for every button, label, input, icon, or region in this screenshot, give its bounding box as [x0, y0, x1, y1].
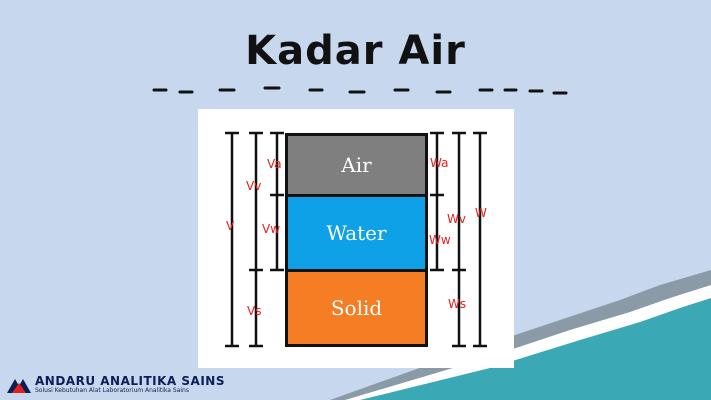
dashed-underline — [152, 86, 568, 95]
phase-air: Air — [285, 133, 428, 197]
label-wv: Wv — [447, 212, 466, 226]
label-w: W — [475, 206, 487, 220]
label-ww: Ww — [429, 233, 451, 247]
label-wa: Wa — [430, 156, 449, 170]
label-ws: Ws — [448, 297, 467, 311]
label-vv: Vv — [246, 179, 262, 193]
brand-tagline: Solusi Kebutuhan Alat Laboratorium Anali… — [35, 387, 189, 394]
phase-solid-label: Solid — [330, 296, 383, 320]
phase-solid: Solid — [285, 269, 428, 347]
phase-air-label: Air — [341, 153, 372, 177]
phase-water-label: Water — [326, 221, 387, 245]
phase-water: Water — [285, 194, 428, 272]
brand-footer: ANDARU ANALITIKA SAINS Solusi Kebutuhan … — [6, 375, 225, 395]
brand-name: ANDARU ANALITIKA SAINS — [35, 374, 225, 388]
brand-logo-icon — [7, 379, 31, 393]
page-title: Kadar Air — [245, 28, 466, 74]
label-vs: Vs — [247, 304, 262, 318]
label-v: V — [226, 219, 235, 233]
label-va: Va — [267, 157, 282, 171]
label-vw: Vw — [262, 222, 281, 236]
